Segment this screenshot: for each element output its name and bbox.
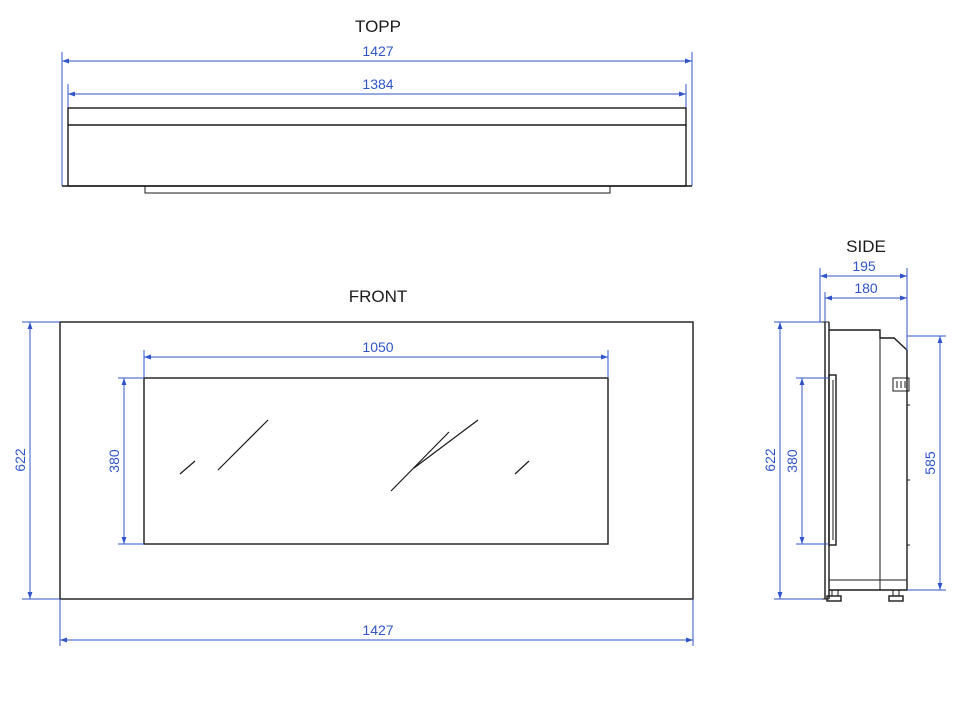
side-view-outline — [822, 321, 910, 602]
front-glass-height-label: 380 — [106, 449, 122, 473]
front-overall-width-label: 1427 — [362, 622, 393, 638]
side-glass-height-dimension: 380 — [784, 377, 829, 545]
side-body-height-dimension: 585 — [907, 335, 946, 591]
front-view: FRONT 1050 380 — [12, 287, 694, 646]
side-glass-height-label: 380 — [784, 449, 800, 473]
side-overall-depth-dimension: 195 — [819, 258, 908, 350]
glass-reflection-marks — [179, 419, 530, 492]
front-overall-width-dimension: 1427 — [59, 599, 694, 646]
side-overall-depth-label: 195 — [852, 258, 876, 274]
top-overall-width-label: 1427 — [362, 43, 393, 59]
side-body-depth-dimension: 180 — [824, 280, 907, 322]
top-inner-width-label: 1384 — [362, 76, 393, 92]
side-overall-height-dimension: 622 — [762, 321, 822, 600]
front-frame — [59, 321, 694, 600]
front-overall-height-label: 622 — [12, 448, 28, 472]
side-body-height-label: 585 — [922, 451, 938, 475]
front-glass-width-dimension: 1050 — [143, 339, 609, 378]
front-view-title: FRONT — [349, 287, 408, 306]
side-view: SIDE 1 — [762, 237, 946, 602]
top-view: TOPP 1427 1384 — [61, 17, 693, 194]
front-glass — [143, 377, 609, 545]
front-glass-width-label: 1050 — [362, 339, 393, 355]
top-view-title: TOPP — [355, 17, 401, 36]
front-glass-height-dimension: 380 — [106, 377, 144, 545]
top-view-outline — [62, 107, 692, 194]
side-view-title: SIDE — [846, 237, 886, 256]
side-body-depth-label: 180 — [854, 280, 878, 296]
top-inner-width-dimension: 1384 — [67, 76, 687, 108]
top-overall-width-dimension: 1427 — [61, 43, 693, 186]
front-overall-height-dimension: 622 — [12, 321, 60, 600]
side-overall-height-label: 622 — [762, 448, 778, 472]
